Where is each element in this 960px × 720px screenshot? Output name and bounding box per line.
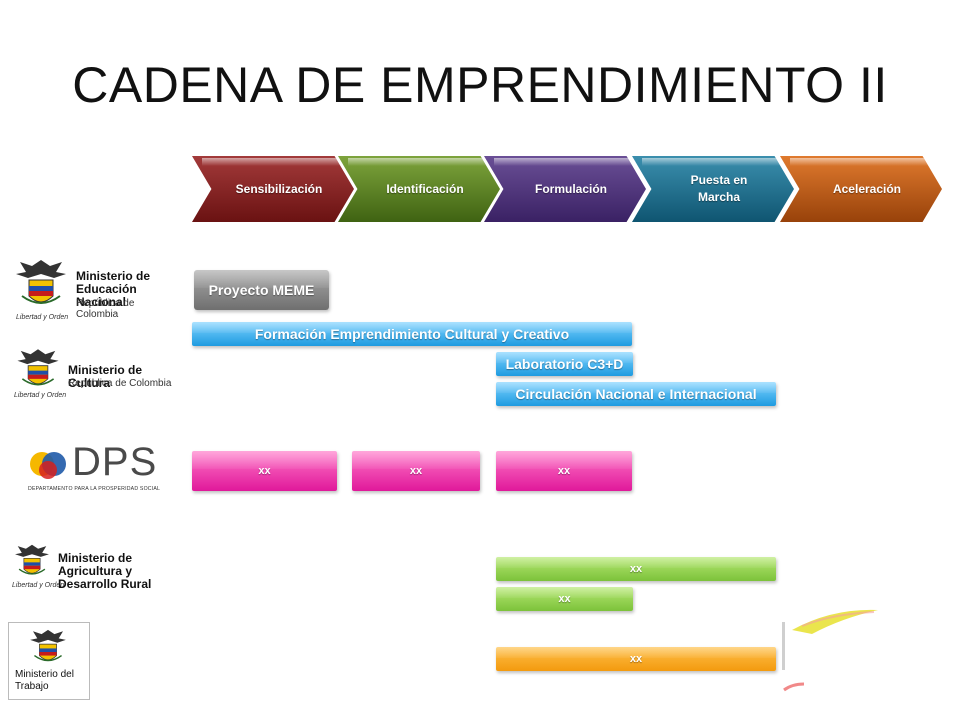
org-name: Ministerio de Agricultura y Desarrollo R… <box>58 551 152 591</box>
bar-label: xx <box>629 653 643 665</box>
bar-trabajo: xx <box>496 647 776 671</box>
bar-formacion-emprendimiento: Formación Emprendimiento Cultural y Crea… <box>192 322 632 346</box>
bar-label: xx <box>558 593 571 605</box>
decorative-swoosh-icon <box>782 609 878 692</box>
org-name: Ministerio de Cultura <box>68 363 143 390</box>
dps-subtitle: DEPARTAMENTO PARA LA PROSPERIDAD SOCIAL <box>28 486 161 492</box>
bar-agricultura-2: xx <box>496 587 633 611</box>
org-name: Ministerio de Educación Nacional <box>76 269 151 309</box>
stage-puesta-en-marcha: Puesta en Marcha <box>632 156 794 222</box>
stage-aceleracion: Aceleración <box>780 156 942 222</box>
org-name: Ministerio del Trabajo <box>15 669 74 692</box>
bar-proyecto-meme: Proyecto MEME <box>194 270 329 310</box>
stage-label: Puesta en Marcha <box>690 173 748 204</box>
motto-text: Libertad y Orden <box>12 582 65 589</box>
bar-label: Circulación Nacional e Internacional <box>515 386 757 402</box>
bar-label: Formación Emprendimiento Cultural y Crea… <box>254 326 570 342</box>
org-subtitle: República de Colombia <box>68 378 172 389</box>
org-subtitle: República de Colombia <box>76 298 135 320</box>
slide-title: CADENA DE EMPRENDIMIENTO II <box>72 57 888 113</box>
stage-label: Formulación <box>534 181 607 196</box>
motto-text: Libertad y Orden <box>14 392 67 399</box>
bar-label: Proyecto MEME <box>208 282 315 298</box>
colombia-seal-icon <box>16 260 66 304</box>
bar-dps-1: xx <box>192 451 337 491</box>
stage-label: Aceleración <box>832 181 902 196</box>
dps-wordmark: DPS <box>72 440 158 484</box>
colombia-seal-icon <box>30 629 66 662</box>
logo-dps: DPS DEPARTAMENTO PARA LA PROSPERIDAD SOC… <box>26 440 161 496</box>
bar-label: xx <box>629 563 643 575</box>
bar-label: xx <box>258 465 271 477</box>
stage-formulacion: Formulación <box>484 156 646 222</box>
dps-emblem-icon <box>30 452 66 479</box>
logo-ministerio-trabajo: Ministerio del Trabajo <box>8 622 90 700</box>
logo-ministerio-educacion: Libertad y Orden Ministerio de Educación… <box>8 248 164 326</box>
stage-identificacion: Identificación <box>338 156 500 222</box>
bar-agricultura-1: xx <box>496 557 776 581</box>
stage-label: Sensibilización <box>235 181 323 196</box>
motto-text: Libertad y Orden <box>16 314 69 321</box>
bar-label: Laboratorio C3+D <box>505 356 624 372</box>
bar-label: xx <box>409 465 423 477</box>
colombia-seal-icon <box>17 349 59 386</box>
stage-sensibilizacion: Sensibilización <box>192 156 354 222</box>
logo-ministerio-agricultura: Libertad y Orden Ministerio de Agricultu… <box>8 540 173 600</box>
bar-dps-2: xx <box>352 451 480 491</box>
bar-dps-3: xx <box>496 451 632 491</box>
colombia-seal-icon <box>15 544 49 575</box>
bar-laboratorio: Laboratorio C3+D <box>496 352 633 376</box>
stage-label: Identificación <box>386 181 464 196</box>
logo-ministerio-cultura: Libertad y Orden Ministerio de Cultura R… <box>8 342 173 404</box>
bar-label: xx <box>557 465 571 477</box>
bar-circulacion: Circulación Nacional e Internacional <box>496 382 776 406</box>
